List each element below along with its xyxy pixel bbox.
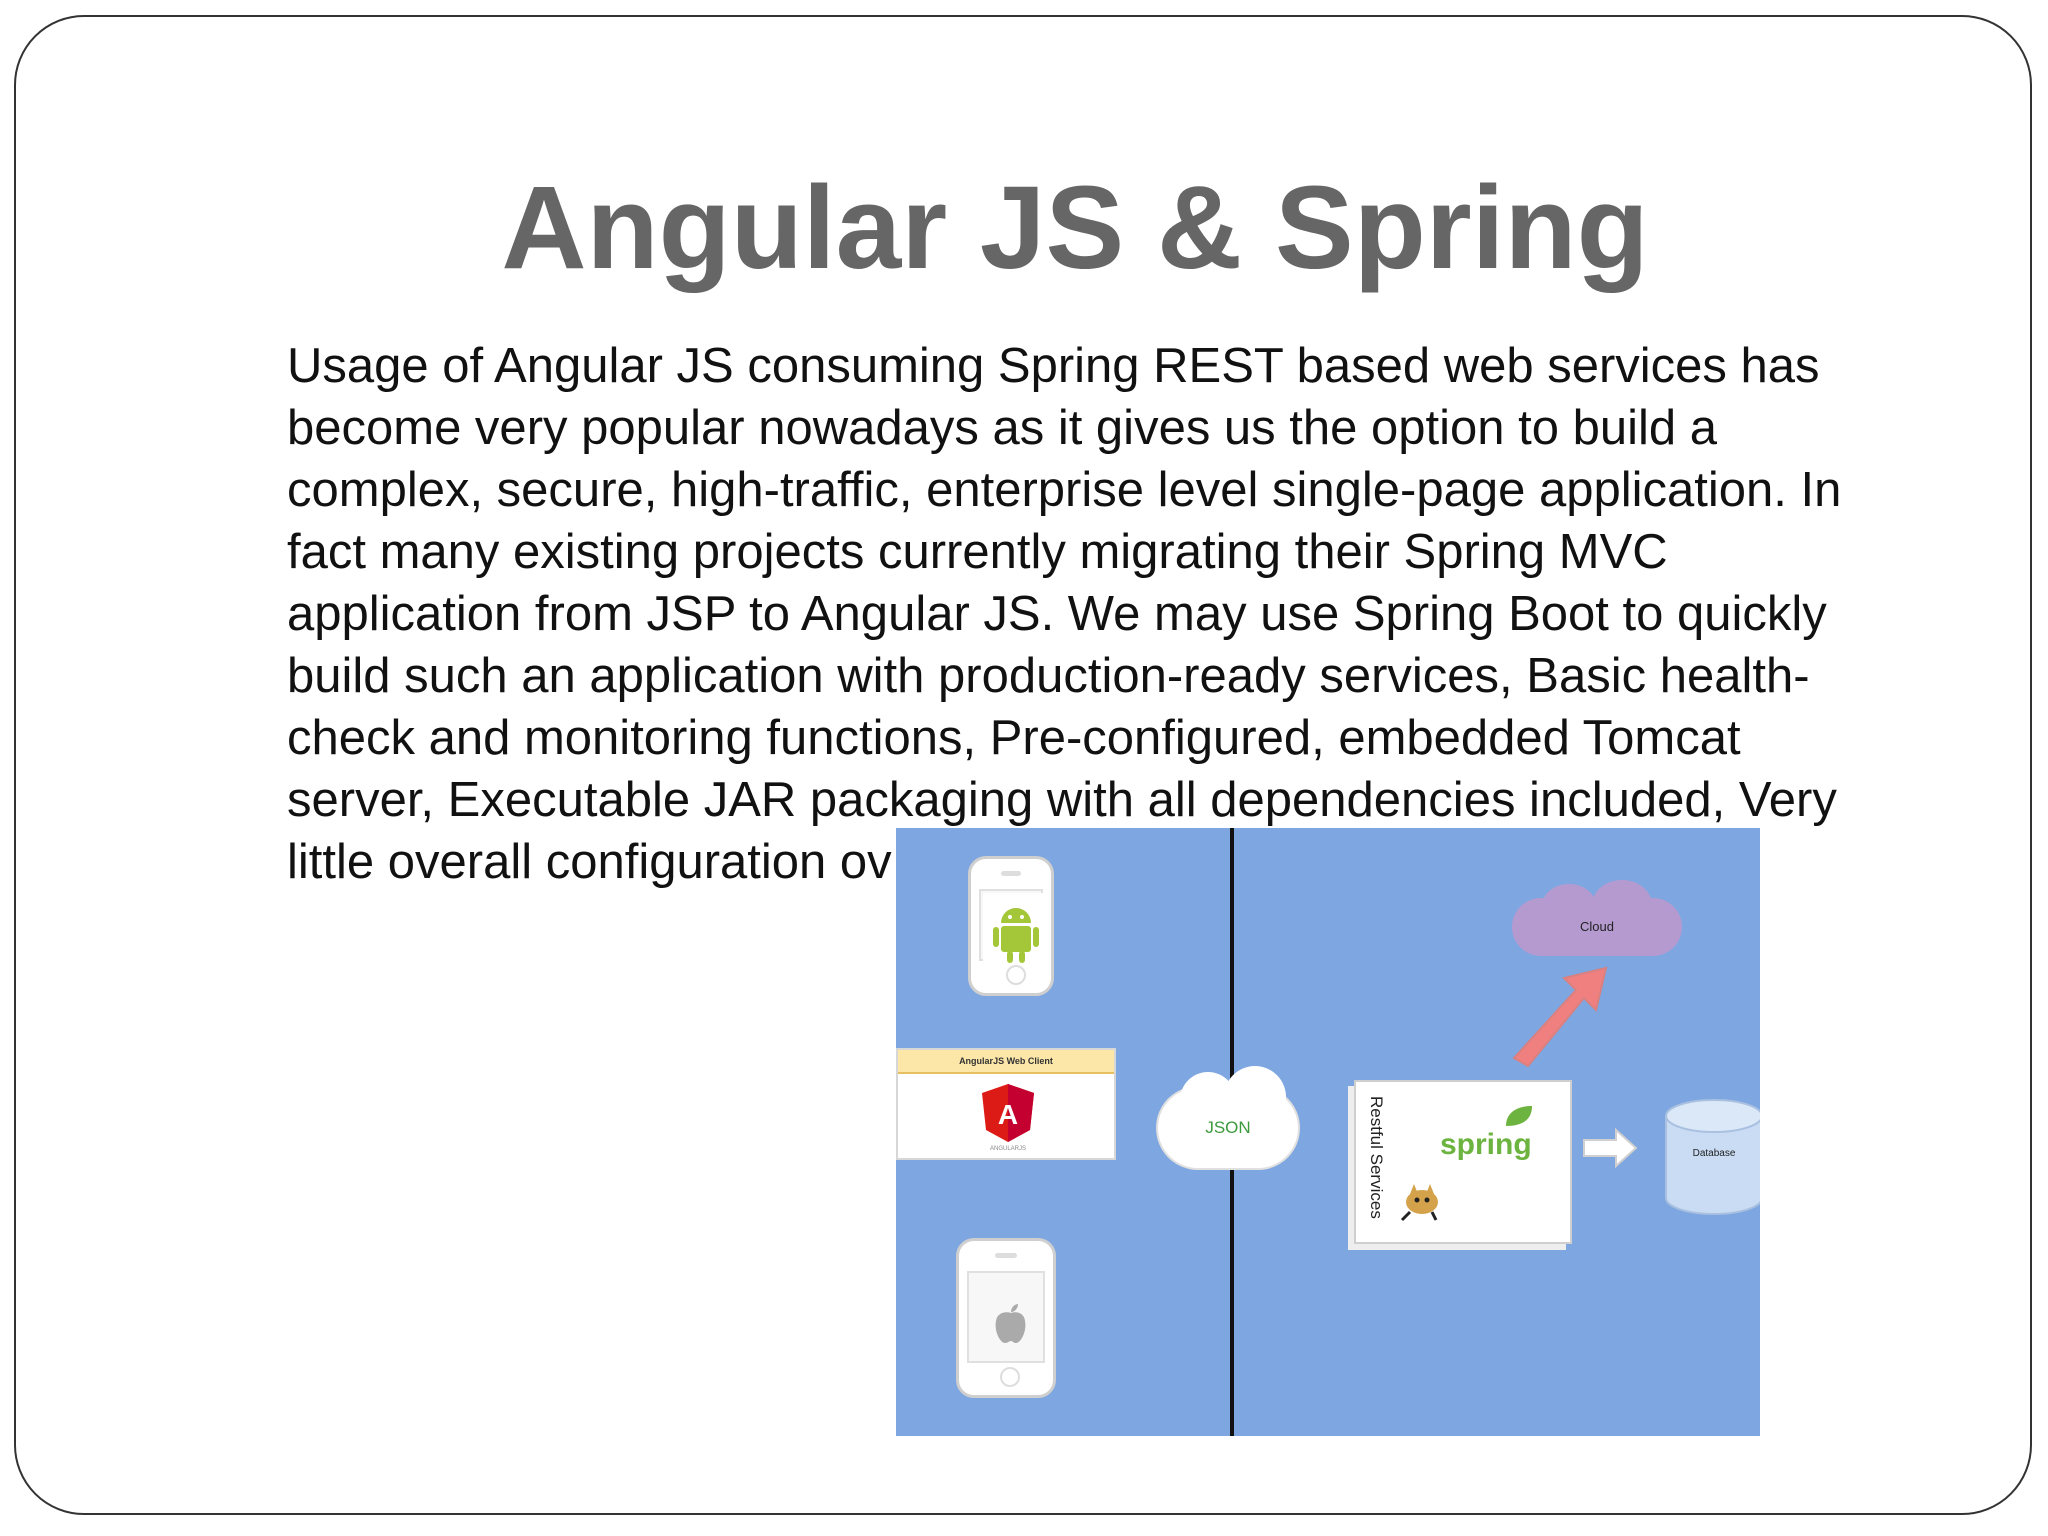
angular-shield-icon: A ANGULARJS <box>982 1084 1034 1152</box>
spring-leaf-icon <box>1506 1106 1532 1126</box>
body-line: little overall configuration ov <box>287 835 892 889</box>
android-icon <box>983 893 1049 969</box>
body-line: fact many existing projects currently mi… <box>287 525 1668 579</box>
body-line: Usage of Angular JS consuming Spring RES… <box>287 339 1820 393</box>
phone-home-button <box>1000 1367 1021 1387</box>
restful-services-label: Restful Services <box>1367 1096 1386 1219</box>
cloud-label: Cloud <box>1580 919 1614 934</box>
angular-caption: ANGULARJS <box>990 1146 1026 1152</box>
body-line: become very popular nowadays as it gives… <box>287 401 1718 455</box>
body-line: application from JSP to Angular JS. We m… <box>287 587 1827 641</box>
phone-home-button <box>1006 965 1027 985</box>
body-line: complex, secure, high-traffic, enterpris… <box>287 463 1842 517</box>
database-icon <box>1665 1099 1760 1215</box>
body-line: server, Executable JAR packaging with al… <box>287 773 1837 827</box>
spring-logo: spring <box>1440 1128 1532 1161</box>
angular-badge-letter: A <box>998 1099 1018 1130</box>
phone-screen <box>979 889 1049 969</box>
slide-body: Usage of Angular JS consuming Spring RES… <box>287 335 1967 893</box>
body-line: build such an application with productio… <box>287 649 1810 703</box>
json-cloud: JSON <box>1158 1066 1298 1168</box>
arrow-right-icon <box>1583 1128 1638 1168</box>
iphone <box>956 1238 1056 1398</box>
database: Database <box>1664 1098 1760 1218</box>
android-phone <box>968 856 1054 996</box>
phone-screen <box>967 1271 1045 1363</box>
json-label: JSON <box>1205 1118 1251 1137</box>
angular-web-client: AngularJS Web Client A ANGULARJS <box>896 1048 1116 1160</box>
body-line: check and monitoring functions, Pre-conf… <box>287 711 1741 765</box>
slide-title: Angular JS & Spring <box>501 162 1649 294</box>
arrow-up-icon <box>1512 966 1608 1068</box>
database-label: Database <box>1692 1148 1736 1159</box>
apple-icon <box>995 1304 1026 1343</box>
phone-speaker <box>1001 871 1021 876</box>
tomcat-icon <box>1400 1184 1438 1222</box>
phone-speaker <box>994 1253 1018 1258</box>
restful-services-box: Restful Services spring <box>1354 1080 1572 1244</box>
cloud-shape: Cloud <box>1512 880 1682 956</box>
architecture-diagram: AngularJS Web Client A ANGULARJS JSON Cl… <box>896 828 1760 1436</box>
web-client-title: AngularJS Web Client <box>898 1050 1114 1074</box>
